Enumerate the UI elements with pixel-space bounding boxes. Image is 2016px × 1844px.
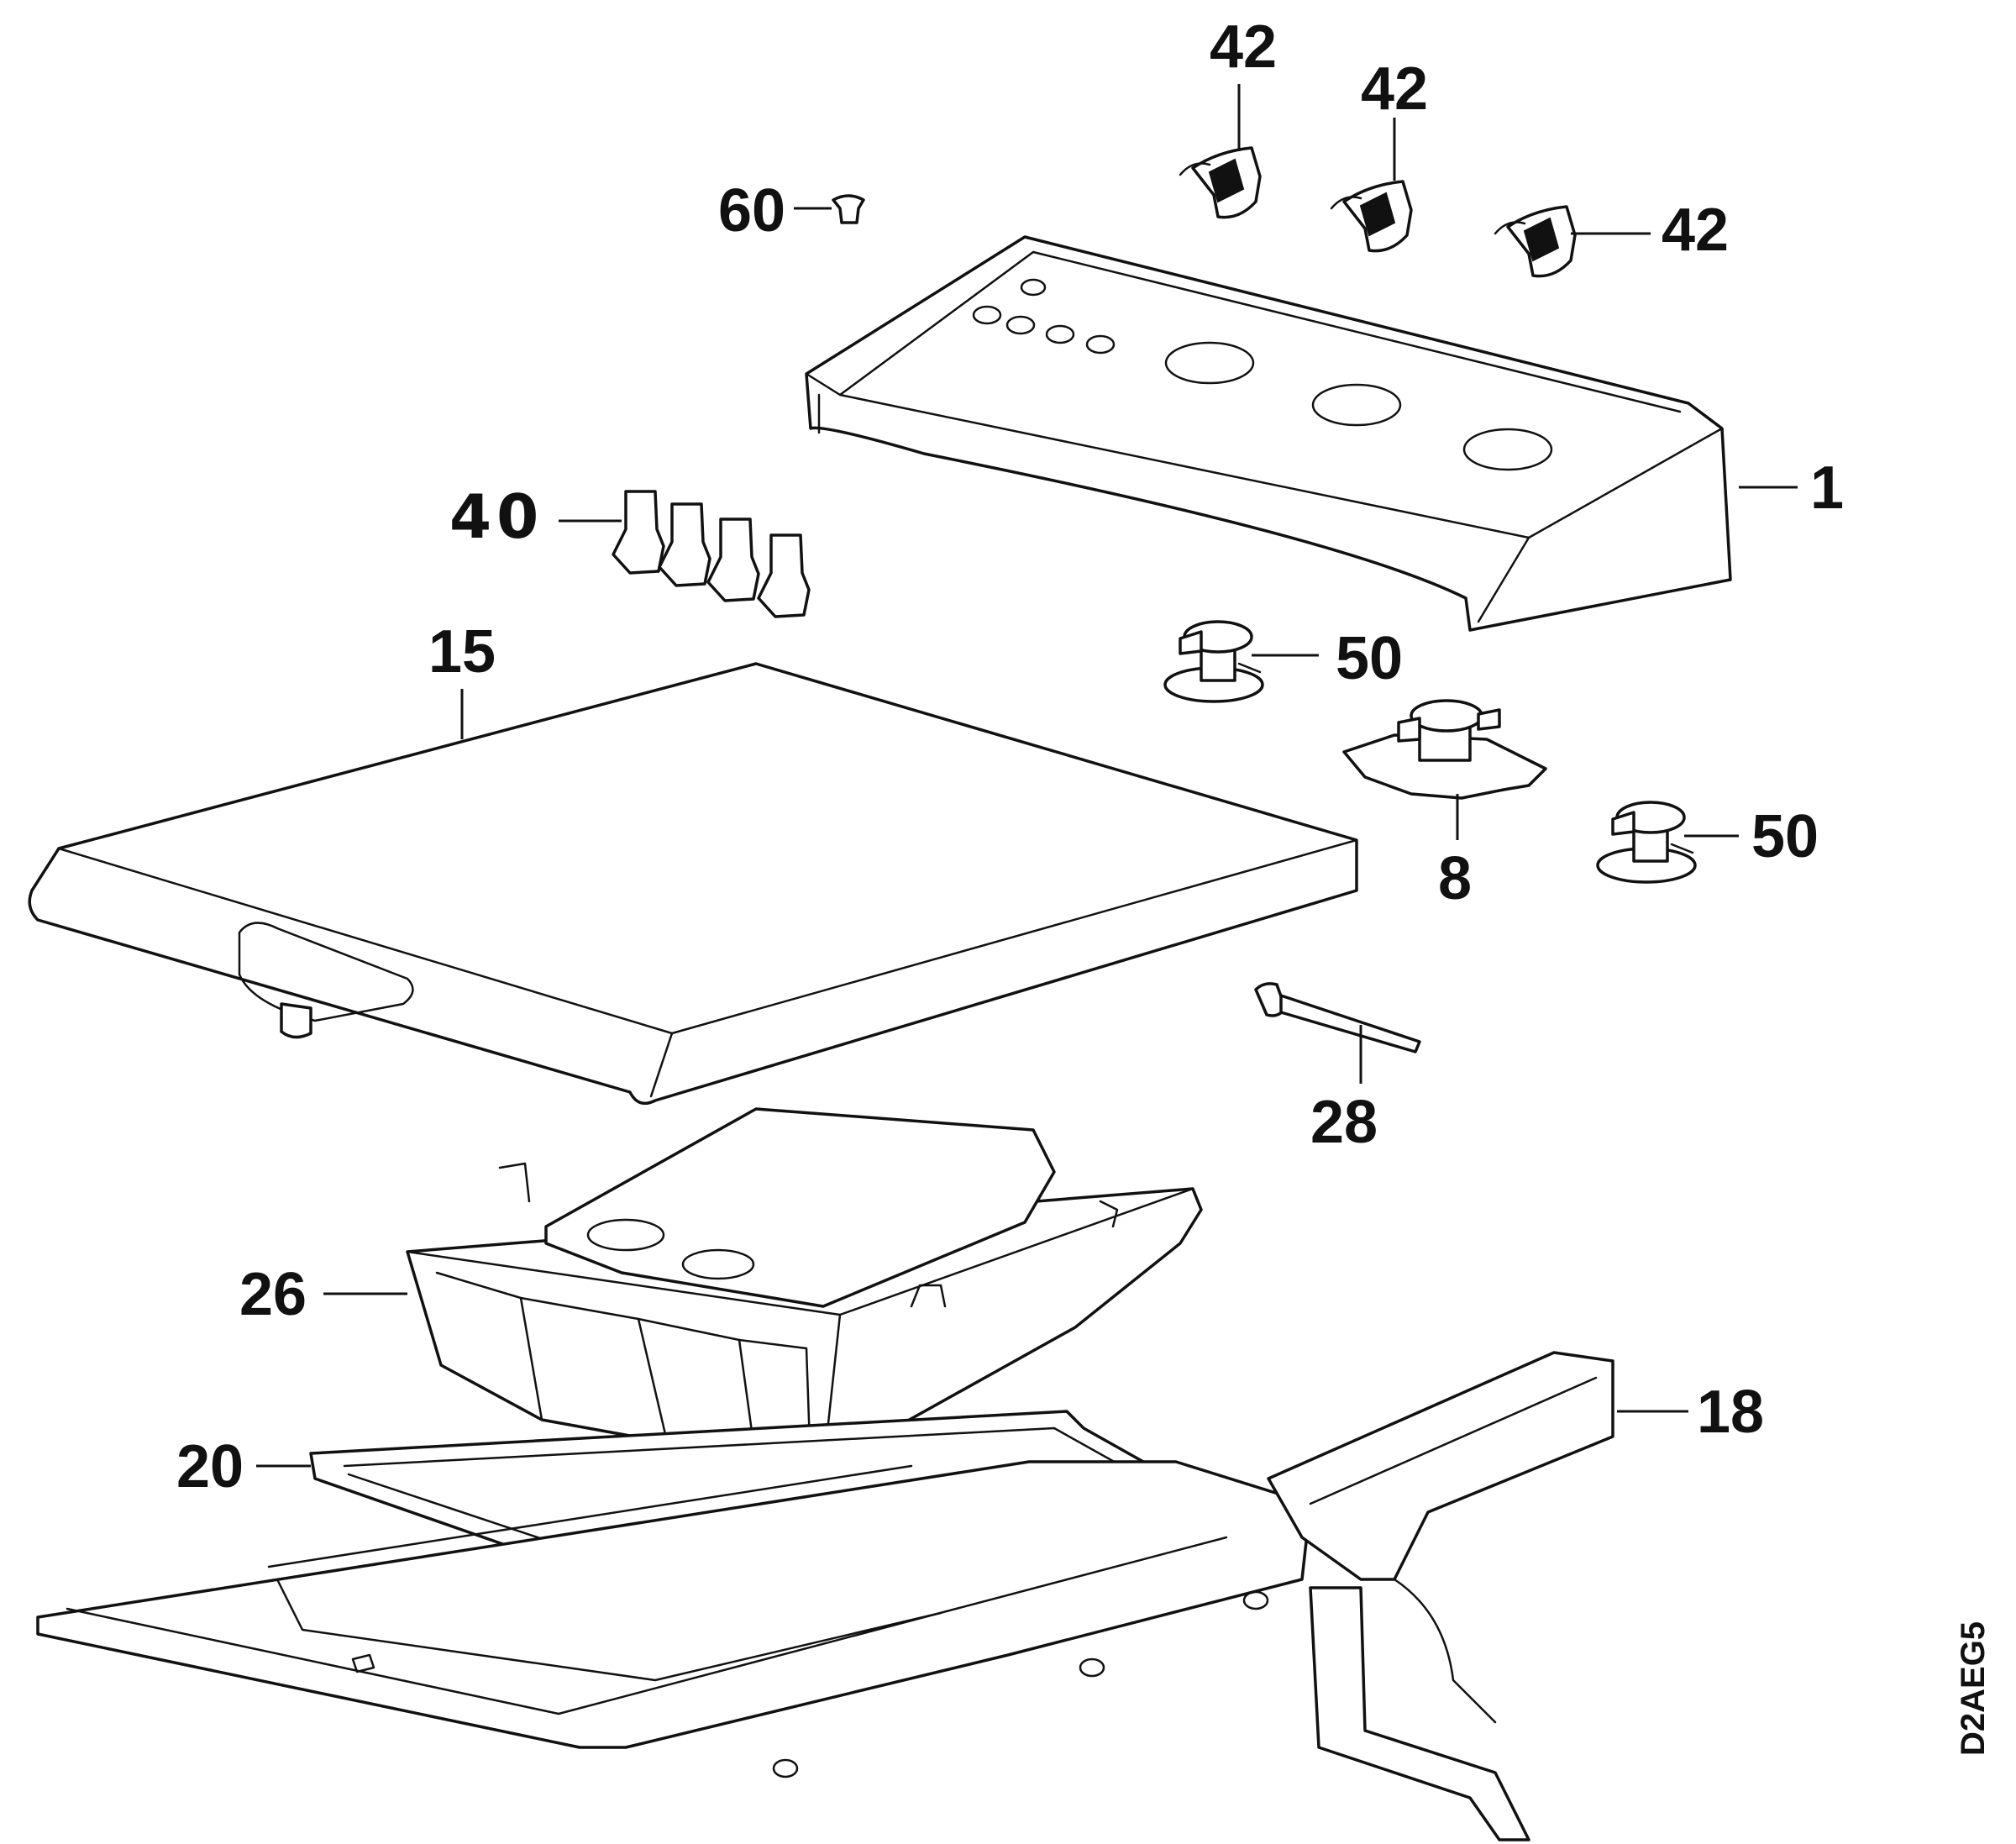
callout-60: 60 — [718, 177, 785, 244]
callout-42-a: 42 — [1210, 13, 1277, 81]
valve-part-50-b — [1596, 801, 1697, 884]
callout-26: 26 — [239, 1261, 307, 1328]
knob-part-42-c — [1494, 205, 1577, 278]
callout-labels: 42 42 42 60 1 40 15 50 8 50 28 26 18 20 — [176, 13, 1844, 1500]
knob-part-42-b — [1330, 180, 1413, 253]
callout-1: 1 — [1810, 454, 1844, 522]
control-panel-part-1 — [805, 235, 1732, 632]
callout-20: 20 — [176, 1433, 244, 1500]
callout-42-c: 42 — [1662, 197, 1729, 264]
callout-28: 28 — [1310, 1089, 1378, 1156]
callout-50-a: 50 — [1336, 625, 1403, 692]
push-buttons-part-40 — [612, 490, 811, 618]
valve-part-50-a — [1163, 620, 1264, 703]
rivet-part-60 — [832, 194, 865, 224]
callout-18: 18 — [1697, 1379, 1764, 1446]
lid-part-15 — [28, 662, 1358, 1106]
callout-40: 40 — [449, 481, 543, 552]
valve-plate-part-8 — [1342, 699, 1547, 800]
drawing-code: D2AEG5 — [1955, 1621, 1992, 1756]
hose-part-28 — [1254, 982, 1421, 1053]
leader-lines — [256, 84, 1798, 1468]
callout-15: 15 — [428, 618, 496, 686]
callout-8: 8 — [1438, 845, 1472, 912]
callout-50-b: 50 — [1751, 803, 1819, 870]
dispenser-part-26 — [406, 1107, 1203, 1472]
callout-42-b: 42 — [1361, 55, 1428, 123]
support-frame-part-18 — [36, 1351, 1614, 1841]
knob-part-42-a — [1179, 146, 1262, 219]
